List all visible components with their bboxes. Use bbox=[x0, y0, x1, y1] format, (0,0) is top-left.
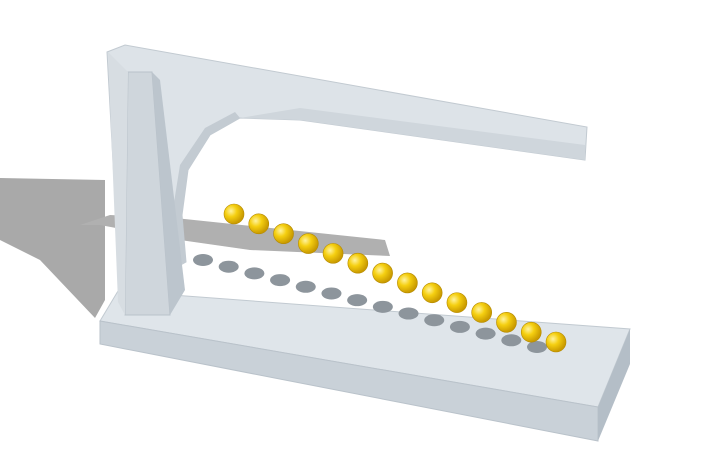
hole bbox=[244, 267, 265, 280]
hole bbox=[270, 274, 291, 287]
hole bbox=[398, 307, 419, 320]
pillar-side bbox=[152, 72, 185, 315]
ball[interactable] bbox=[520, 321, 542, 343]
ball[interactable] bbox=[397, 272, 418, 294]
hole bbox=[475, 327, 496, 340]
base-side bbox=[598, 329, 630, 441]
hole bbox=[295, 280, 316, 293]
ball[interactable] bbox=[347, 252, 369, 274]
ball[interactable] bbox=[545, 331, 567, 353]
hole bbox=[424, 314, 445, 327]
ball[interactable] bbox=[248, 213, 270, 235]
hole bbox=[193, 254, 213, 266]
ground-shadow bbox=[0, 178, 105, 318]
hole bbox=[372, 300, 393, 313]
ball[interactable] bbox=[496, 312, 517, 333]
ball[interactable] bbox=[471, 302, 492, 323]
hole bbox=[321, 287, 342, 300]
hole bbox=[218, 260, 239, 273]
hole bbox=[527, 341, 547, 353]
hole-row bbox=[193, 254, 547, 353]
arm-front-face bbox=[240, 108, 585, 160]
ball[interactable] bbox=[446, 292, 468, 313]
pillar-left bbox=[108, 52, 128, 315]
ball-row bbox=[223, 203, 567, 353]
ball[interactable] bbox=[273, 223, 294, 244]
ball[interactable] bbox=[372, 262, 393, 284]
ball[interactable] bbox=[322, 243, 344, 264]
hole bbox=[449, 320, 470, 333]
ball[interactable] bbox=[421, 282, 443, 304]
ball[interactable] bbox=[223, 203, 245, 225]
hole bbox=[347, 294, 368, 307]
ball[interactable] bbox=[298, 233, 319, 254]
hole bbox=[501, 334, 522, 347]
